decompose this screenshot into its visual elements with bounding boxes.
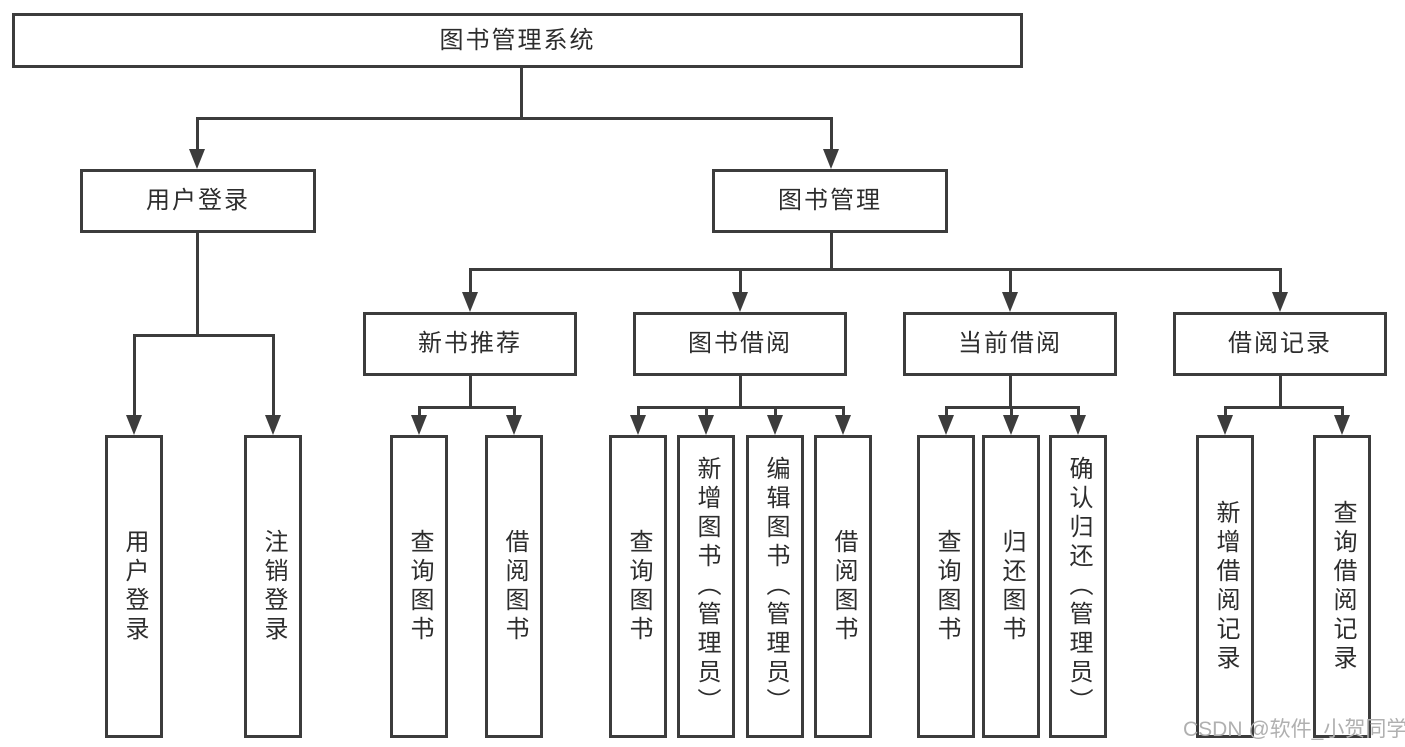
connector-borrow-records-arrowhead (1272, 292, 1288, 312)
connector-cb-confirm-arrowhead (1070, 415, 1086, 435)
leaf-bb-add-books-admin-label: 新增图书（管理员） (693, 456, 720, 717)
connector-new-book-arrowhead (462, 292, 478, 312)
node-book-borrowing-label: 图书借阅 (688, 330, 792, 357)
connector-bb-add-stem (705, 406, 708, 417)
leaf-bb-edit-books-admin: 编辑图书（管理员） (746, 435, 804, 738)
leaf-br-query-record: 查询借阅记录 (1313, 435, 1371, 738)
connector-new-book-stem (469, 268, 472, 294)
leaf-bb-borrow-books-label: 借阅图书 (830, 528, 857, 645)
connector-borrow-records-crossbar (1224, 406, 1344, 409)
connector-current-borrow-arrowhead (1002, 292, 1018, 312)
connector-book-borrow-stem (739, 268, 742, 294)
leaf-logout-label: 注销登录 (260, 528, 287, 645)
connector-book-borrow-down (739, 374, 742, 407)
node-borrowing-records-label: 借阅记录 (1228, 330, 1332, 357)
connector-bb-query-arrowhead (630, 415, 646, 435)
connector-book-management-stem (830, 117, 833, 150)
connector-bb-query-stem (637, 406, 640, 417)
connector-nb-borrow-stem (513, 406, 516, 417)
connector-current-borrow-down (1009, 374, 1012, 407)
leaf-bb-edit-books-admin-label: 编辑图书（管理员） (762, 456, 789, 717)
connector-br-query-stem (1341, 406, 1344, 417)
connector-bb-borrow-stem (842, 406, 845, 417)
connector-bb-edit-stem (774, 406, 777, 417)
connector-bb-borrow-arrowhead (835, 415, 851, 435)
connector-user-login-stem (196, 117, 199, 150)
node-user-login: 用户登录 (80, 169, 316, 233)
leaf-bb-query-books-label: 查询图书 (625, 528, 652, 645)
connector-cb-query-arrowhead (938, 415, 954, 435)
connector-cb-query-stem (945, 406, 948, 417)
connector-nb-query-arrowhead (411, 415, 427, 435)
connector-borrow-records-stem (1279, 268, 1282, 294)
connector-cb-return-arrowhead (1003, 415, 1019, 435)
connector-new-book-down (469, 374, 472, 407)
connector-root-crossbar (196, 117, 833, 120)
leaf-bb-query-books: 查询图书 (609, 435, 667, 738)
connector-br-query-arrowhead (1334, 415, 1350, 435)
leaf-br-add-record-label: 新增借阅记录 (1212, 499, 1239, 674)
leaf-nb-borrow-books: 借阅图书 (485, 435, 543, 738)
node-library-management-system: 图书管理系统 (12, 13, 1023, 68)
connector-br-add-stem (1224, 406, 1227, 417)
leaf-br-add-record: 新增借阅记录 (1196, 435, 1254, 738)
leaf-bb-borrow-books: 借阅图书 (814, 435, 872, 738)
leaf-nb-query-books-label: 查询图书 (406, 528, 433, 645)
leaf-cb-return-books: 归还图书 (982, 435, 1040, 738)
node-user-login-label: 用户登录 (146, 187, 250, 214)
node-library-management-system-label: 图书管理系统 (439, 26, 596, 54)
connector-user-login-down (196, 233, 199, 335)
connector-user-login-arrowhead (189, 149, 205, 169)
node-book-management-label: 图书管理 (778, 187, 882, 214)
leaf-nb-borrow-books-label: 借阅图书 (501, 528, 528, 645)
node-current-borrowing: 当前借阅 (903, 312, 1117, 376)
connector-nb-query-stem (418, 406, 421, 417)
connector-cb-confirm-stem (1077, 406, 1080, 417)
connector-book-management-arrowhead (823, 149, 839, 169)
connector-leaf-logout-stem (272, 334, 275, 417)
connector-user-login-crossbar (133, 334, 275, 337)
node-new-book-recommendation: 新书推荐 (363, 312, 577, 376)
node-new-book-recommendation-label: 新书推荐 (418, 330, 522, 357)
connector-nb-borrow-arrowhead (506, 415, 522, 435)
connector-br-add-arrowhead (1217, 415, 1233, 435)
leaf-logout: 注销登录 (244, 435, 302, 738)
leaf-br-query-record-label: 查询借阅记录 (1329, 499, 1356, 674)
connector-bb-add-arrowhead (698, 415, 714, 435)
leaf-cb-confirm-return-admin: 确认归还（管理员） (1049, 435, 1107, 738)
connector-leaf-login-stem (133, 334, 136, 417)
connector-current-borrow-stem (1009, 268, 1012, 294)
connector-bb-edit-arrowhead (767, 415, 783, 435)
csdn-watermark: CSDN @软件_小贺同学 (1183, 718, 1405, 741)
connector-root-stem (520, 68, 523, 118)
connector-leaf-logout-arrowhead (265, 415, 281, 435)
connector-leaf-login-arrowhead (126, 415, 142, 435)
connector-book-borrow-arrowhead (732, 292, 748, 312)
connector-book-borrow-crossbar (637, 406, 845, 409)
connector-book-management-down (830, 233, 833, 269)
leaf-cb-confirm-return-admin-label: 确认归还（管理员） (1065, 456, 1092, 717)
leaf-cb-return-books-label: 归还图书 (998, 528, 1025, 645)
node-book-borrowing: 图书借阅 (633, 312, 847, 376)
leaf-cb-query-books: 查询图书 (917, 435, 975, 738)
connector-borrow-records-down (1279, 374, 1282, 407)
leaf-user-login-label: 用户登录 (121, 528, 148, 645)
leaf-cb-query-books-label: 查询图书 (933, 528, 960, 645)
leaf-bb-add-books-admin: 新增图书（管理员） (677, 435, 735, 738)
node-book-management: 图书管理 (712, 169, 948, 233)
connector-book-management-crossbar (469, 268, 1282, 271)
node-borrowing-records: 借阅记录 (1173, 312, 1387, 376)
leaf-user-login: 用户登录 (105, 435, 163, 738)
node-current-borrowing-label: 当前借阅 (958, 330, 1062, 357)
connector-cb-return-stem (1010, 406, 1013, 417)
leaf-nb-query-books: 查询图书 (390, 435, 448, 738)
connector-new-book-crossbar (418, 406, 516, 409)
